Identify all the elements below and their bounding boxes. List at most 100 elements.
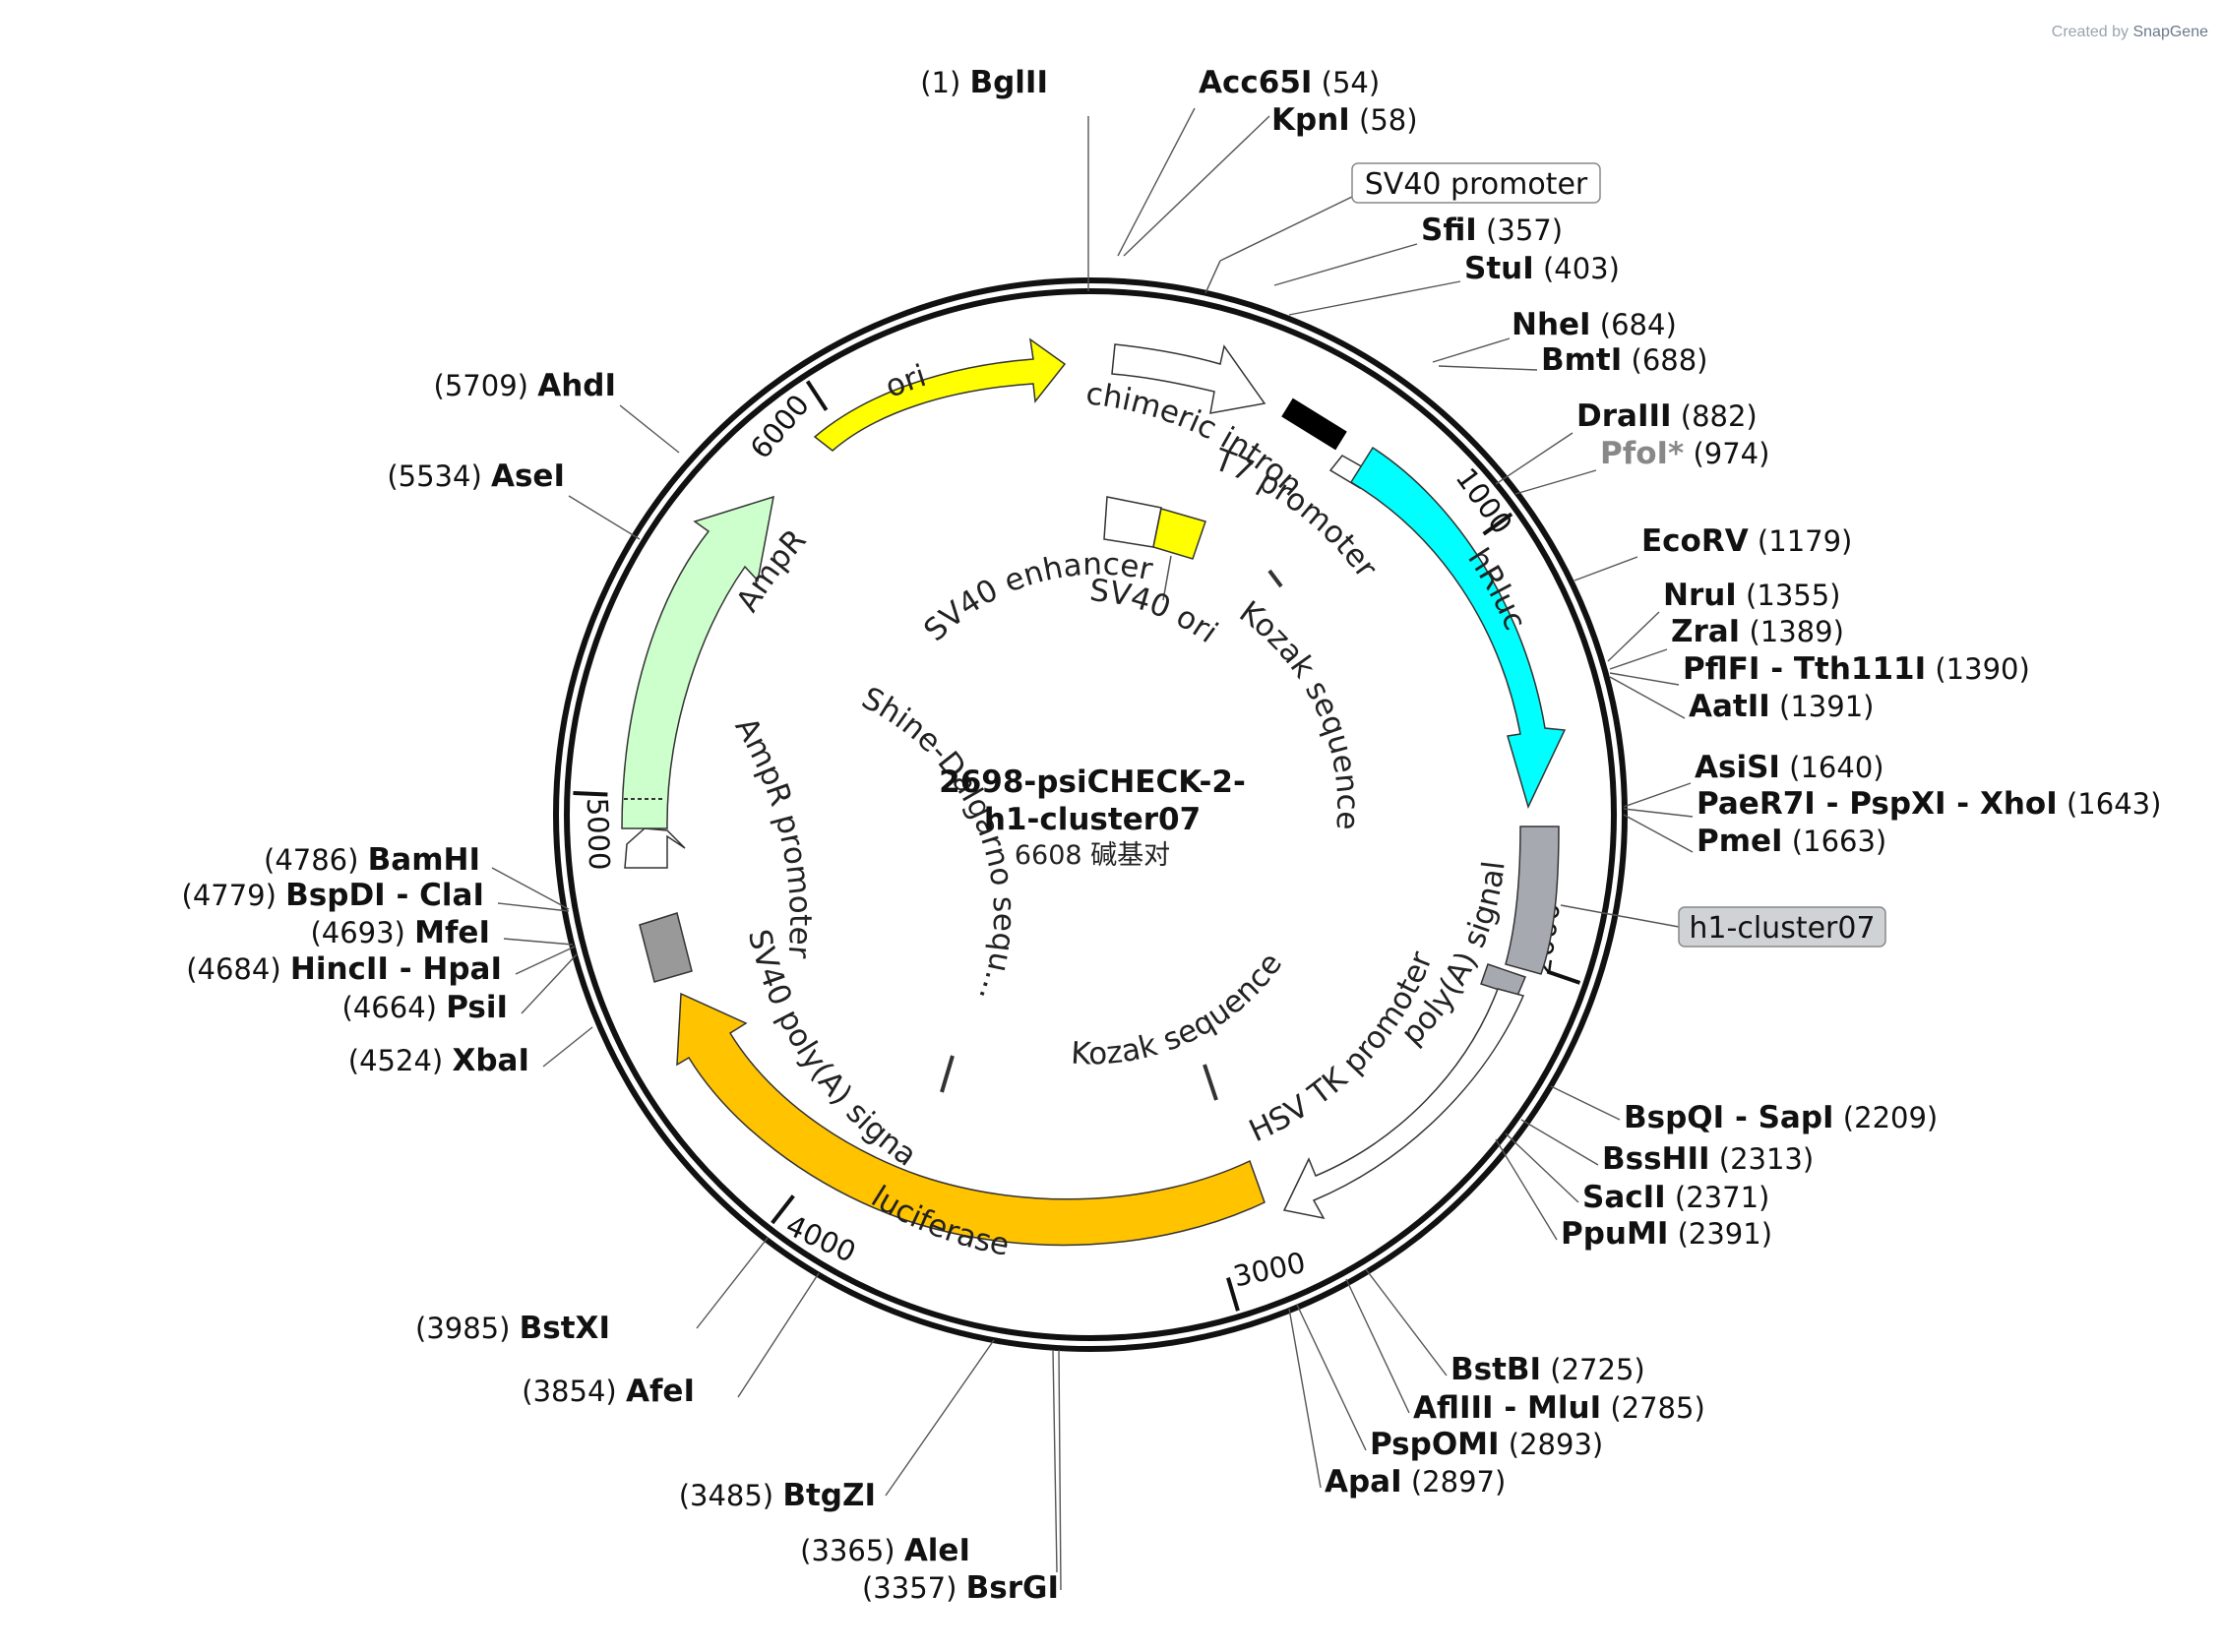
feature-chimeric-intron[interactable] <box>1111 343 1266 414</box>
feature-hrluc[interactable] <box>1349 446 1567 810</box>
site-bsshii-name: BssHII <box>1602 1141 1710 1177</box>
site-ppumi-leader <box>1495 1138 1558 1241</box>
site-pmei[interactable]: PmeI (1663) <box>1623 814 1886 859</box>
site-alei-position: (3365) <box>800 1534 904 1567</box>
site-bstxi[interactable]: (3985) BstXI <box>415 1237 769 1346</box>
site-ahdi-position: (5709) <box>434 369 538 402</box>
feature-ampr[interactable] <box>621 495 774 829</box>
site-ahdi[interactable]: (5709) AhdI <box>434 368 680 454</box>
site-pfoi[interactable]: PfoI* (974) <box>1514 436 1769 495</box>
site-bmti-leader <box>1438 365 1538 371</box>
site-bglii-label: (1) BglII <box>920 65 1048 100</box>
feature-ori[interactable] <box>813 337 1067 452</box>
site-sacii-position: (2371) <box>1666 1181 1770 1214</box>
site-zrai[interactable]: ZraI (1389) <box>1609 614 1844 670</box>
site-ppumi[interactable]: PpuMI (2391) <box>1495 1138 1772 1252</box>
site-bsrgi[interactable]: (3357) BsrGI <box>862 1349 1062 1606</box>
site-ppumi-name: PpuMI <box>1561 1216 1668 1252</box>
label-sv40-ori: SV40 ori <box>1088 573 1224 650</box>
site-sfii-position: (357) <box>1477 214 1563 247</box>
site-nrui[interactable]: NruI (1355) <box>1607 578 1841 662</box>
site-asei-position: (5534) <box>387 459 491 493</box>
site-bsshii[interactable]: BssHII (2313) <box>1520 1119 1814 1177</box>
site-sacii[interactable]: SacII (2371) <box>1505 1132 1769 1215</box>
watermark-brand: SnapGene <box>2132 24 2208 40</box>
site-acc65i[interactable]: Acc65I (54) <box>1117 65 1380 257</box>
site-sfii[interactable]: SfiI (357) <box>1273 213 1563 286</box>
site-xbai-position: (4524) <box>348 1044 453 1077</box>
site-hincii-hpai[interactable]: (4684) HincII - HpaI <box>186 946 576 987</box>
site-aatii-label: AatII (1391) <box>1689 689 1874 724</box>
site-bglii-position: (1) <box>920 66 969 99</box>
site-aatii-name: AatII <box>1689 689 1770 724</box>
site-bamhi-name: BamHI <box>368 842 480 878</box>
sv40-promoter-callout[interactable]: SV40 promoter <box>1204 162 1601 294</box>
site-pfoi-position: (974) <box>1684 437 1769 470</box>
site-asei[interactable]: (5534) AseI <box>387 459 641 540</box>
site-sacii-leader <box>1505 1132 1579 1203</box>
site-alei[interactable]: (3365) AleI <box>800 1349 1058 1573</box>
site-xbai[interactable]: (4524) XbaI <box>348 1026 593 1078</box>
site-bglii[interactable]: (1) BglII <box>920 65 1089 291</box>
site-draiii-name: DraIII <box>1576 398 1672 434</box>
site-kpni[interactable]: KpnI (58) <box>1123 102 1418 257</box>
site-bspdi-clai[interactable]: (4779) BspDI - ClaI <box>182 878 570 913</box>
feature-sv40-ori[interactable] <box>1152 508 1206 560</box>
site-bstxi-label: (3985) BstXI <box>415 1311 610 1346</box>
site-ecorv[interactable]: EcoRV (1179) <box>1574 523 1852 581</box>
site-ahdi-leader <box>619 404 680 454</box>
site-paer7i-pspxi-xhoi-label: PaeR7I - PspXI - XhoI (1643) <box>1697 786 2161 822</box>
feature-luciferase[interactable] <box>676 992 1265 1247</box>
site-bspdi-clai-name: BspDI - ClaI <box>285 878 484 913</box>
site-bmti-label: BmtI (688) <box>1541 342 1708 378</box>
feature-h1-cluster07[interactable] <box>1505 826 1560 975</box>
site-bspqi-sapi[interactable]: BspQI - SapI (2209) <box>1550 1085 1938 1135</box>
site-bmti[interactable]: BmtI (688) <box>1438 342 1708 378</box>
feature-sv40-polya-signal[interactable] <box>639 912 693 983</box>
tick-label-3000: 3000 <box>1230 1246 1308 1294</box>
site-bamhi[interactable]: (4786) BamHI <box>264 842 570 910</box>
site-bstxi-name: BstXI <box>520 1311 610 1346</box>
feature-kozak-marker-1 <box>1267 569 1283 588</box>
site-pfoi-label: PfoI* (974) <box>1600 436 1769 471</box>
site-stui-label: StuI (403) <box>1464 251 1620 286</box>
site-sacii-label: SacII (2371) <box>1582 1180 1769 1215</box>
site-nhei[interactable]: NheI (684) <box>1432 307 1677 363</box>
site-ppumi-label: PpuMI (2391) <box>1561 1216 1772 1252</box>
site-afliii-mlui-name: AflIII - MluI <box>1413 1390 1601 1426</box>
site-acc65i-name: Acc65I <box>1199 65 1312 100</box>
site-mfei-leader <box>503 938 574 946</box>
site-draiii[interactable]: DraIII (882) <box>1495 398 1758 485</box>
site-pspomi-label: PspOMI (2893) <box>1370 1427 1603 1462</box>
feature-sv40-enhancer[interactable] <box>1103 496 1162 548</box>
site-bstbi[interactable]: BstBI (2725) <box>1365 1268 1645 1387</box>
site-afei[interactable]: (3854) AfeI <box>522 1272 820 1409</box>
site-stui-position: (403) <box>1534 252 1620 285</box>
site-apai[interactable]: ApaI (2897) <box>1288 1308 1506 1499</box>
site-psii[interactable]: (4664) PsiI <box>342 953 578 1025</box>
site-bspdi-clai-leader <box>497 902 570 912</box>
site-mfei-name: MfeI <box>414 915 490 950</box>
site-pspomi-name: PspOMI <box>1370 1427 1500 1462</box>
site-pflfi-tth111i[interactable]: PflFI - Tth111I (1390) <box>1609 651 2030 687</box>
feature-ampr-promoter[interactable] <box>624 827 686 869</box>
site-btgzi[interactable]: (3485) BtgZI <box>679 1339 995 1513</box>
site-afliii-mlui[interactable]: AflIII - MluI (2785) <box>1345 1278 1705 1426</box>
site-afei-label: (3854) AfeI <box>522 1374 695 1409</box>
site-pflfi-tth111i-position: (1390) <box>1926 652 2030 686</box>
site-asisi[interactable]: AsiSI (1640) <box>1623 750 1884 808</box>
site-bsrgi-position: (3357) <box>862 1571 966 1605</box>
feature-hsv-tk-promoter[interactable] <box>1282 988 1525 1220</box>
site-stui[interactable]: StuI (403) <box>1288 251 1620 316</box>
plasmid-size: 6608 碱基对 <box>1015 840 1170 871</box>
site-bglii-name: BglII <box>969 65 1048 100</box>
site-psii-label: (4664) PsiI <box>342 990 508 1025</box>
site-alei-name: AleI <box>904 1533 970 1568</box>
h1-cluster07-callout[interactable]: h1-cluster07 <box>1560 904 1886 948</box>
site-mfei[interactable]: (4693) MfeI <box>310 915 574 950</box>
site-paer7i-pspxi-xhoi[interactable]: PaeR7I - PspXI - XhoI (1643) <box>1623 786 2161 822</box>
site-pspomi[interactable]: PspOMI (2893) <box>1296 1304 1603 1462</box>
site-alei-leader <box>1052 1349 1058 1573</box>
site-aatii[interactable]: AatII (1391) <box>1609 676 1874 724</box>
tick-mark-3000 <box>1226 1277 1240 1312</box>
